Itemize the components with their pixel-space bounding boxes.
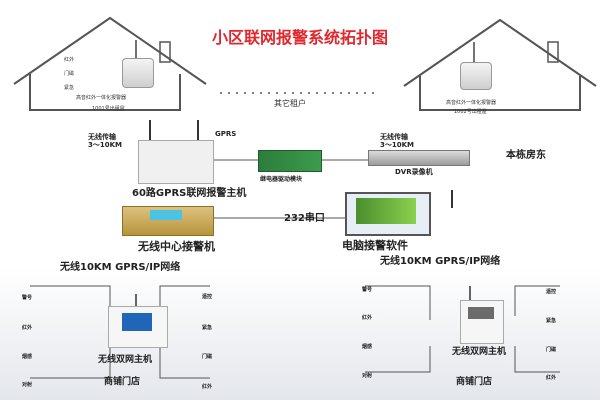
center-link-label: 232串口 [284, 213, 325, 224]
dvr-name: DVR录像机 [395, 168, 433, 176]
left-shop-device-4: 对射 [22, 382, 33, 388]
left-shop-device-5: 遥控 [202, 294, 213, 300]
network-left: 无线10KM GPRS/IP网络 [60, 262, 181, 273]
house-left-icon-3: 紧急 [64, 85, 75, 91]
main-host-wireless-1: 无线传输 [88, 133, 116, 141]
left-shop-host-screen [122, 313, 152, 331]
left-shop-device-3: 烟感 [22, 354, 33, 360]
left-shop-device-8: 红外 [202, 384, 213, 390]
house-left-panel-label: 高音红外一体化报警器 [76, 95, 127, 101]
right-shop-device-3: 烟感 [362, 344, 373, 350]
left-shop-host-name: 无线双网主机 [98, 355, 153, 365]
house-left-icon-2: 门磁 [64, 71, 75, 77]
network-right: 无线10KM GPRS/IP网络 [380, 256, 501, 267]
house-right-room: 1002号出租屋 [454, 109, 487, 115]
right-shop-device-6: 紧急 [546, 318, 557, 324]
left-shop-name: 商铺门店 [104, 377, 141, 387]
right-shop-device-2: 红外 [362, 315, 373, 321]
house-left-icon-1: 红外 [64, 57, 75, 63]
main-host-name: 60路GPRS联网报警主机 [132, 188, 247, 199]
relay-module-board [258, 150, 322, 172]
house-right-detector [460, 62, 492, 90]
house-right-panel-label: 高音红外一体化报警器 [446, 100, 497, 106]
dvr-wireless-2: 3～10KM [380, 141, 415, 149]
right-shop-host-name: 无线双网主机 [452, 347, 507, 357]
pc-monitor-screen [356, 198, 416, 224]
building-label: 本栋房东 [506, 150, 546, 161]
right-shop-device-1: 警号 [362, 287, 373, 293]
dvr-device [368, 150, 470, 166]
pc-software-name: 电脑接警软件 [342, 239, 408, 252]
relay-module-label: 继电器驱动模块 [260, 176, 303, 183]
main-host-gprs: GPRS [215, 130, 237, 138]
house-left-room: 1001号出租屋 [92, 106, 125, 112]
right-shop-name: 商铺门店 [456, 377, 493, 387]
diagram-title: 小区联网报警系统拓扑图 [211, 28, 388, 47]
other-tenants: 其它租户 [274, 99, 306, 108]
right-shop-device-5: 遥控 [546, 289, 557, 295]
left-shop-device-2: 红外 [22, 325, 33, 331]
right-shop-host-screen [468, 307, 494, 319]
main-host-device [138, 140, 214, 184]
left-shop-device-1: 警号 [22, 295, 33, 301]
left-shop-device-6: 紧急 [202, 325, 213, 331]
right-shop-device-8: 红外 [546, 375, 557, 381]
center-receiver-screen [150, 210, 182, 220]
left-shop-device-7: 门磁 [202, 354, 213, 360]
right-shop-device-4: 对射 [362, 373, 373, 379]
dvr-wireless-1: 无线传输 [380, 133, 408, 141]
house-right-outline [403, 18, 597, 111]
house-left-outline [13, 16, 207, 111]
right-shop-device-7: 门磁 [546, 347, 557, 353]
main-host-wireless-2: 3～10KM [88, 141, 123, 149]
center-receiver-name: 无线中心接警机 [138, 240, 215, 253]
house-left-detector [122, 58, 154, 88]
